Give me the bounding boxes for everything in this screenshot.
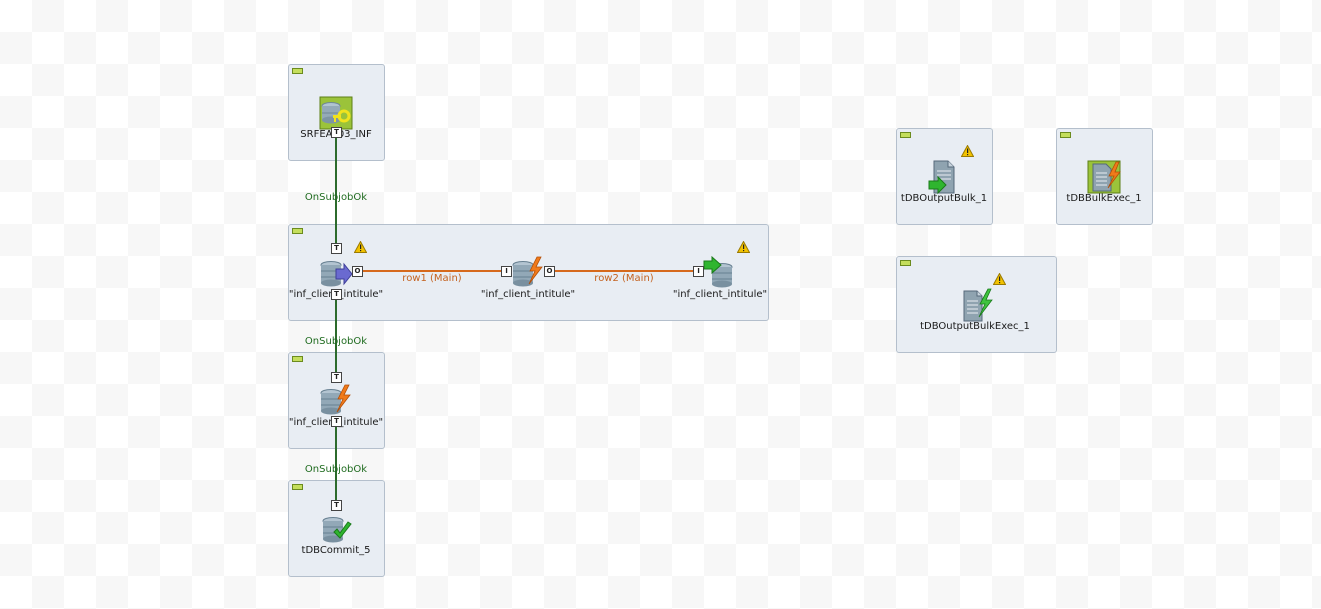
subjob-collapse-toggle[interactable] — [292, 68, 303, 74]
db-commit-icon[interactable] — [318, 512, 354, 548]
output-bulk-exec-icon[interactable] — [958, 288, 994, 324]
onsubjobok-label-3[interactable]: OnSubjobOk — [304, 464, 368, 475]
bulk-exec-icon[interactable] — [1086, 160, 1122, 196]
onsubjobok-link-1[interactable] — [335, 138, 337, 244]
output-connector[interactable]: O — [352, 266, 363, 277]
db-connection-key-icon[interactable] — [318, 96, 354, 132]
row2-label[interactable]: row2 (Main) — [594, 273, 654, 284]
warning-icon[interactable] — [961, 145, 974, 157]
output-bulk-file-icon[interactable] — [926, 160, 962, 196]
trigger-connector[interactable]: T — [331, 243, 342, 254]
component-label-inf-output[interactable]: "inf_client_intitule" — [672, 289, 768, 300]
trigger-connector[interactable]: T — [331, 127, 342, 138]
db-input-icon[interactable] — [318, 256, 354, 292]
component-label-output-bulk-exec[interactable]: tDBOutputBulkExec_1 — [920, 321, 1030, 332]
onsubjobok-label-2[interactable]: OnSubjobOk — [304, 336, 368, 347]
trigger-connector[interactable]: T — [331, 289, 342, 300]
subjob-collapse-toggle[interactable] — [292, 356, 303, 362]
component-label-commit[interactable]: tDBCommit_5 — [301, 545, 371, 556]
subjob-collapse-toggle[interactable] — [900, 260, 911, 266]
subjob-collapse-toggle[interactable] — [1060, 132, 1071, 138]
row2-main-link[interactable] — [552, 270, 694, 272]
subjob-collapse-toggle[interactable] — [292, 228, 303, 234]
onsubjobok-link-3[interactable] — [335, 426, 337, 500]
subjob-collapse-toggle[interactable] — [900, 132, 911, 138]
component-label-inf-process[interactable]: "inf_client_intitule" — [480, 289, 576, 300]
warning-icon[interactable] — [737, 241, 750, 253]
onsubjobok-label-1[interactable]: OnSubjobOk — [304, 192, 368, 203]
warning-icon[interactable] — [354, 241, 367, 253]
component-label-output-bulk[interactable]: tDBOutputBulk_1 — [900, 193, 988, 204]
component-label-bulk-exec[interactable]: tDBBulkExec_1 — [1066, 193, 1142, 204]
input-connector[interactable]: I — [693, 266, 704, 277]
warning-icon[interactable] — [993, 273, 1006, 285]
row1-label[interactable]: row1 (Main) — [402, 273, 462, 284]
db-row-lightning-icon[interactable] — [318, 384, 354, 420]
row1-main-link[interactable] — [360, 270, 502, 272]
trigger-connector[interactable]: T — [331, 372, 342, 383]
trigger-connector[interactable]: T — [331, 416, 342, 427]
db-output-icon[interactable] — [702, 256, 738, 292]
db-row-lightning-icon[interactable] — [510, 256, 546, 292]
output-connector[interactable]: O — [544, 266, 555, 277]
subjob-collapse-toggle[interactable] — [292, 484, 303, 490]
onsubjobok-link-2[interactable] — [335, 298, 337, 372]
trigger-connector[interactable]: T — [331, 500, 342, 511]
input-connector[interactable]: I — [501, 266, 512, 277]
